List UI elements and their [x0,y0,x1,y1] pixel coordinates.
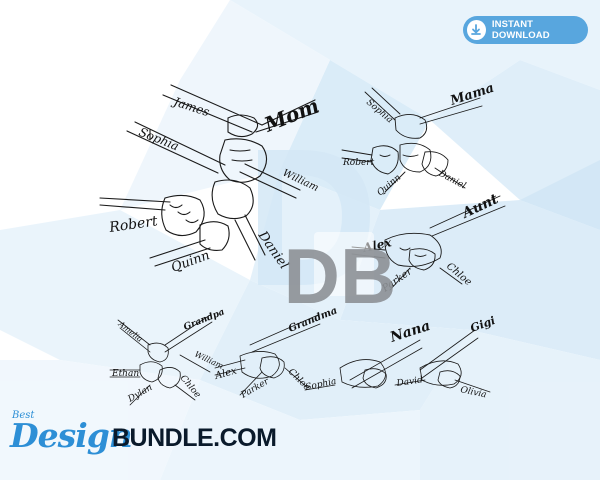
brand-logo[interactable]: Best Design BUNDLE.COM [10,410,277,470]
name-robert-mama: Robert [342,158,375,168]
watermark-text: DB [284,232,397,320]
name-daniel-mama: Daniel [436,168,468,191]
download-icon [467,20,486,40]
name-robert: Robert [107,213,159,236]
design-gigi [394,329,491,393]
design-grandma [214,314,321,396]
design-aunt [351,195,506,291]
brand-design: Design [10,416,133,455]
name-ethan: Ethan [111,369,139,379]
name-david: David [395,375,424,389]
watermark-logo: DB [284,232,397,320]
design-mom [99,84,319,267]
brand-best: Best [12,410,35,421]
design-nana [304,339,423,391]
design-grandpa [109,314,213,406]
download-label: INSTANT DOWNLOAD [491,19,550,41]
instant-download-button[interactable]: INSTANT DOWNLOAD [463,16,588,44]
brand-bundle: BUNDLE.COM [112,424,277,452]
design-mama [341,87,483,193]
